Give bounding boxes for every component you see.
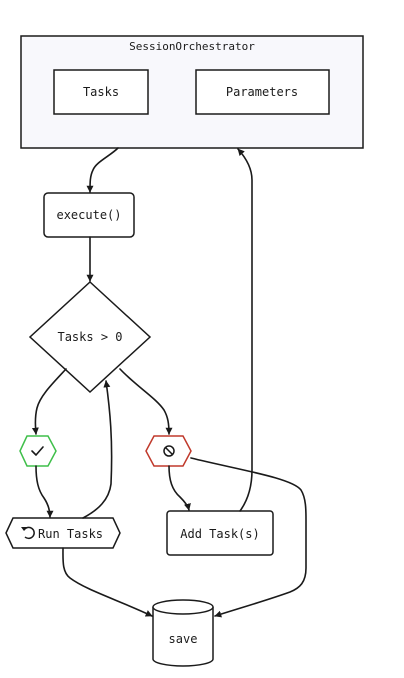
run-tasks-node[interactable]: Run Tasks bbox=[5, 517, 121, 549]
prohibited-icon bbox=[163, 445, 175, 457]
execute-node[interactable]: execute() bbox=[43, 192, 135, 238]
edge-failure-to-save bbox=[190, 457, 307, 618]
save-node[interactable]: save bbox=[152, 599, 214, 667]
edge-add-tasks-to-orchestrator bbox=[237, 148, 253, 512]
parameters-node-label: Parameters bbox=[226, 85, 298, 99]
refresh-icon bbox=[21, 526, 35, 540]
edge-decision-to-failure bbox=[119, 368, 173, 435]
run-tasks-node-label: Run Tasks bbox=[38, 527, 103, 541]
edge-orchestrator-to-execute bbox=[86, 147, 119, 193]
add-tasks-node-label: Add Task(s) bbox=[180, 527, 259, 541]
save-node-label: save bbox=[169, 632, 198, 646]
edge-run-tasks-to-save bbox=[62, 547, 153, 617]
edge-success-to-run-tasks bbox=[35, 465, 54, 518]
edge-run-tasks-to-decision bbox=[82, 380, 113, 519]
decision-node[interactable]: Tasks > 0 bbox=[28, 280, 152, 394]
container-title: SessionOrchestrator bbox=[129, 40, 255, 53]
decision-node-label: Tasks > 0 bbox=[57, 330, 122, 344]
tasks-node[interactable]: Tasks bbox=[53, 69, 149, 115]
edge-decision-to-success bbox=[31, 368, 67, 435]
failure-node[interactable] bbox=[145, 435, 192, 467]
execute-node-label: execute() bbox=[56, 208, 121, 222]
success-node[interactable] bbox=[19, 435, 57, 467]
tasks-node-label: Tasks bbox=[83, 85, 119, 99]
parameters-node[interactable]: Parameters bbox=[195, 69, 330, 115]
edge-failure-to-add-tasks bbox=[168, 465, 191, 511]
check-icon bbox=[31, 446, 44, 456]
add-tasks-node[interactable]: Add Task(s) bbox=[166, 510, 274, 556]
